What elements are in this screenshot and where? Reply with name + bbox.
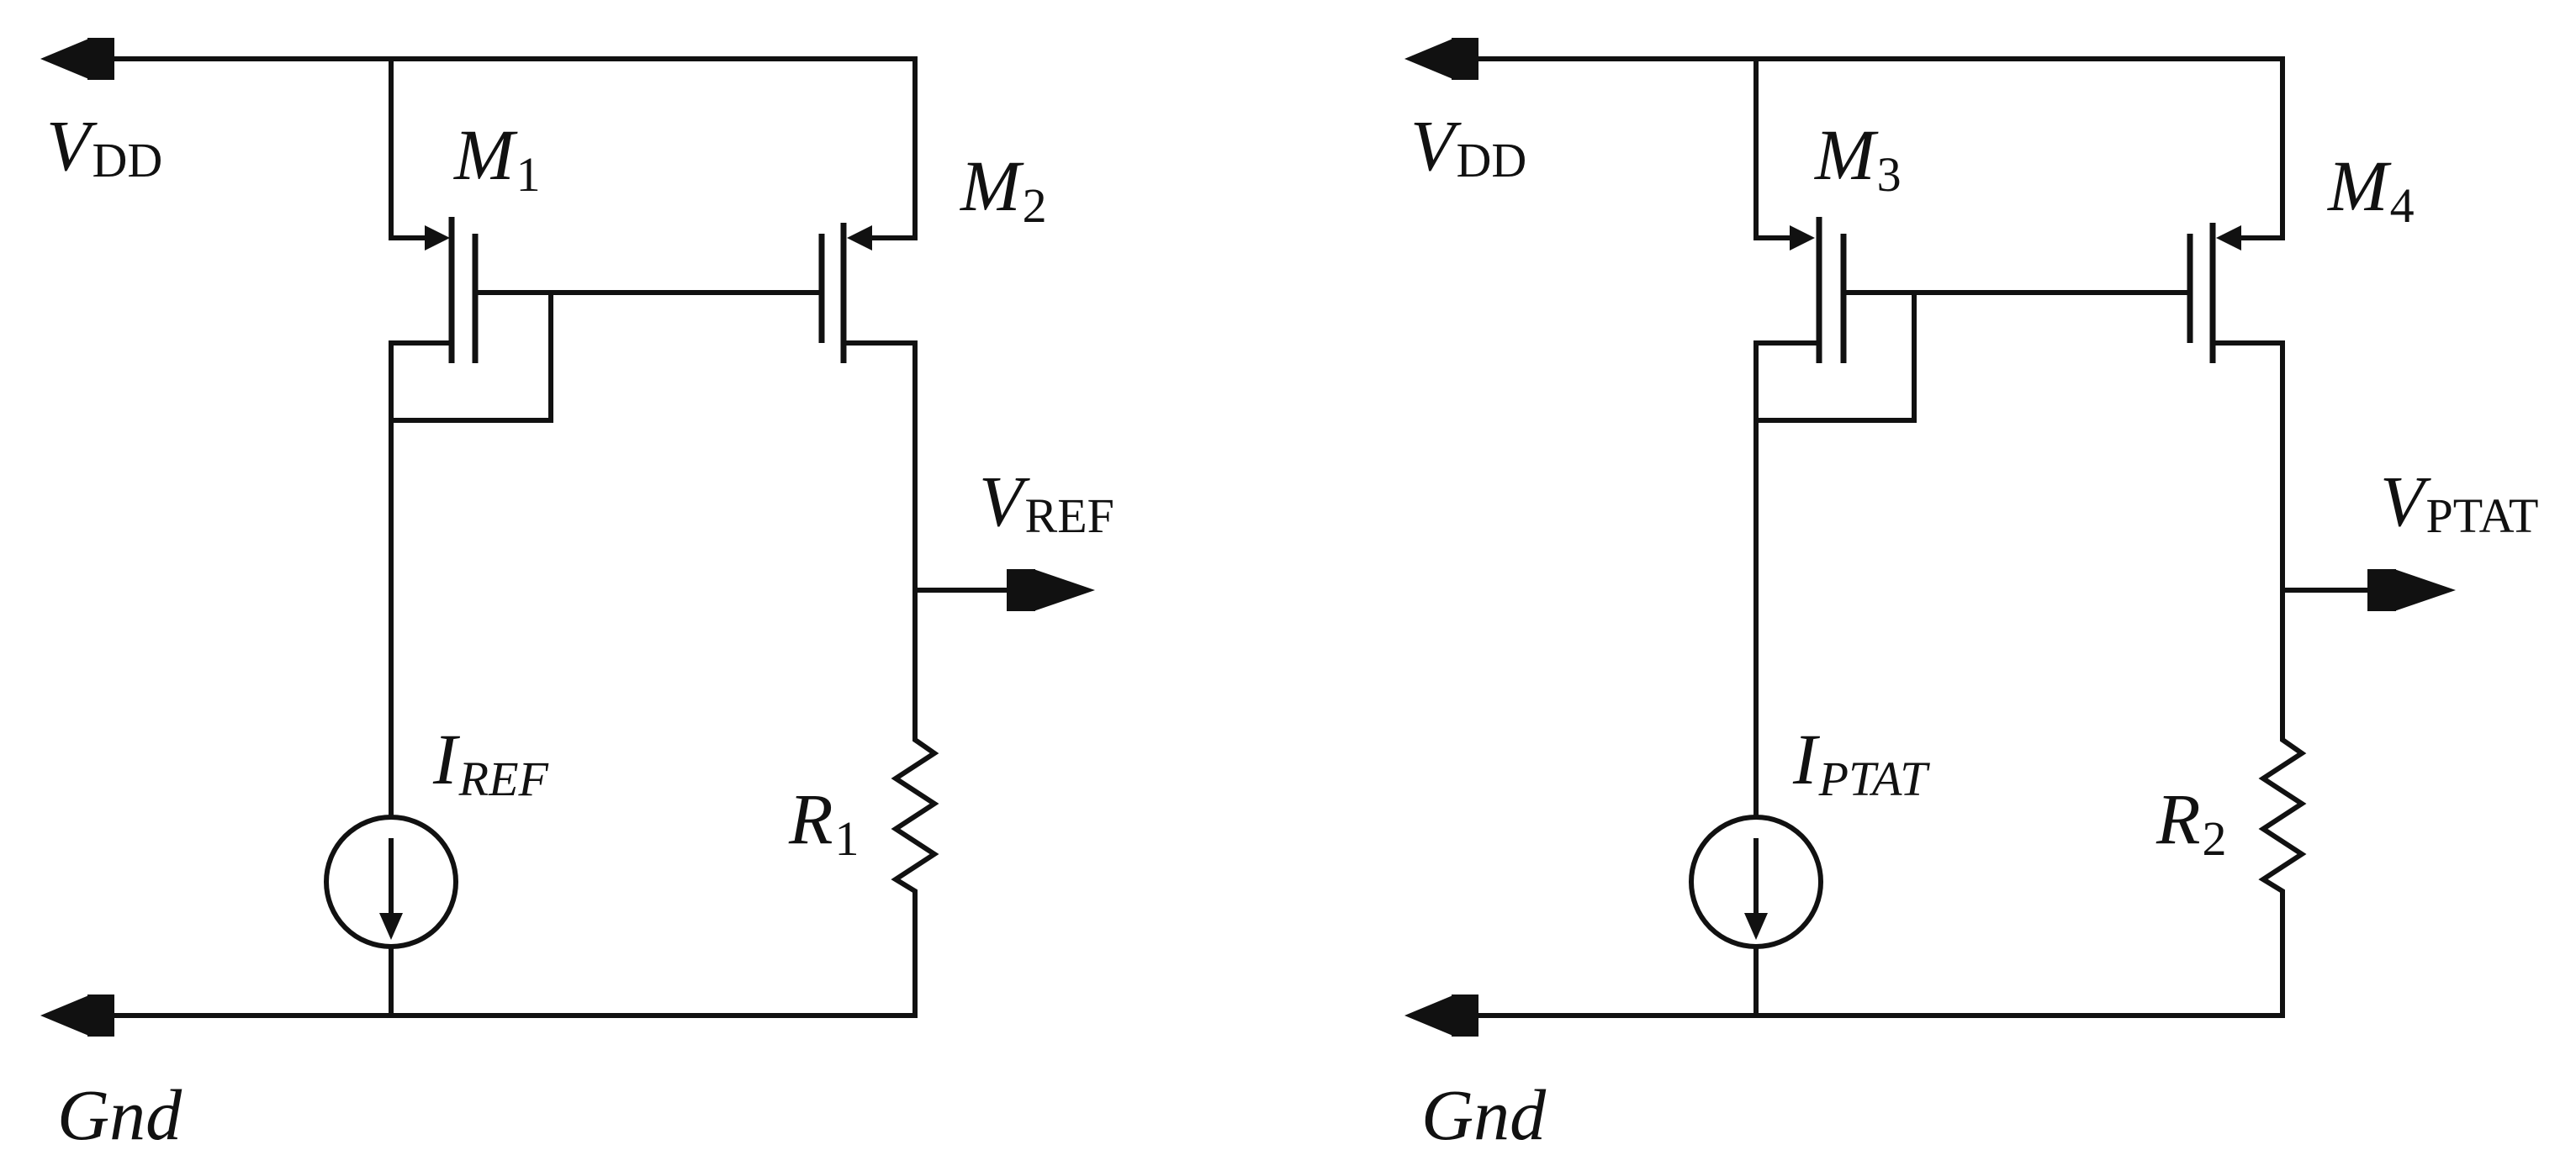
transistor-m1 xyxy=(389,56,553,423)
current-source-iptat xyxy=(1689,418,1823,1018)
gnd-port xyxy=(1404,995,1478,1037)
transistor-m4 xyxy=(2187,56,2285,728)
r2-label: R2 xyxy=(2155,778,2227,866)
vptat-port xyxy=(2280,569,2456,611)
iref-label: IREF xyxy=(432,719,548,806)
vref-port xyxy=(912,569,1095,611)
circuit-right: VDD Gnd M3 M4 VPTAT IPTAT R2 xyxy=(1404,38,2538,1155)
iptat-label: IPTAT xyxy=(1792,719,1930,806)
resistor-r2 xyxy=(2258,723,2307,1018)
resistor-r1 xyxy=(891,723,939,1018)
m2-label: M2 xyxy=(959,145,1047,233)
gnd-port xyxy=(40,995,114,1037)
gnd-label: Gnd xyxy=(1421,1074,1547,1155)
vref-label: VREF xyxy=(979,461,1114,543)
vdd-label: VDD xyxy=(46,105,162,187)
vdd-port xyxy=(1404,38,1478,80)
vdd-label: VDD xyxy=(1410,105,1526,187)
m3-label: M3 xyxy=(1813,114,1902,202)
m1-label: M1 xyxy=(452,114,541,202)
r1-label: R1 xyxy=(788,778,860,866)
m4-label: M4 xyxy=(2326,145,2415,233)
transistor-m3 xyxy=(1753,56,1917,423)
vptat-label: VPTAT xyxy=(2380,461,2538,543)
current-source-iref xyxy=(324,418,458,1018)
circuit-left: VDD Gnd M1 M2 VREF IREF R1 xyxy=(40,38,1114,1155)
transistor-m2 xyxy=(818,56,918,728)
vdd-port xyxy=(40,38,114,80)
gnd-label: Gnd xyxy=(57,1074,182,1155)
